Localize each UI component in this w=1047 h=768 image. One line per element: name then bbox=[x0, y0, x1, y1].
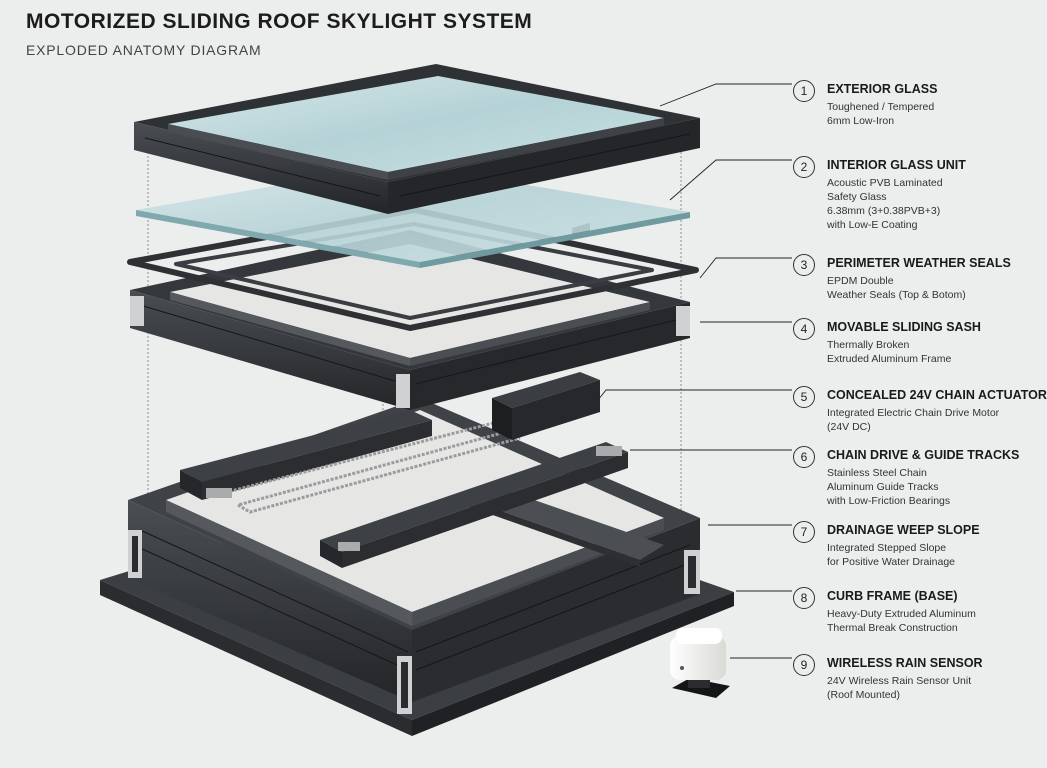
diagram-canvas: MOTORIZED SLIDING ROOF SKYLIGHT SYSTEM E… bbox=[26, 10, 1047, 736]
callout-title: PERIMETER WEATHER SEALS bbox=[827, 256, 1011, 270]
callout-description: 24V Wireless Rain Sensor Unit (Roof Moun… bbox=[827, 675, 972, 701]
callout-description: Thermally Broken Extruded Aluminum Frame bbox=[827, 339, 952, 365]
callout-number: 7 bbox=[793, 521, 815, 543]
callout-number: 6 bbox=[793, 446, 815, 468]
callout-number: 9 bbox=[793, 654, 815, 676]
callout-number: 8 bbox=[793, 587, 815, 609]
callout-title: WIRELESS RAIN SENSOR bbox=[827, 656, 983, 670]
callout-title: CURB FRAME (BASE) bbox=[827, 589, 958, 603]
callout-title: EXTERIOR GLASS bbox=[827, 82, 938, 96]
callout-title: CHAIN DRIVE & GUIDE TRACKS bbox=[827, 448, 1020, 462]
interior-glass-unit bbox=[136, 164, 690, 268]
sliding-sash bbox=[130, 230, 690, 410]
callout-number: 4 bbox=[793, 318, 815, 340]
callout-title: INTERIOR GLASS UNIT bbox=[827, 158, 966, 172]
callout-description: Toughened / Tempered 6mm Low-Iron bbox=[827, 101, 935, 127]
callout-description: Acoustic PVB Laminated Safety Glass 6.38… bbox=[827, 177, 943, 231]
callout-description: Integrated Stepped Slope for Positive Wa… bbox=[827, 542, 955, 568]
chain-drive-guide-tracks bbox=[180, 410, 628, 568]
page-subtitle: EXPLODED ANATOMY DIAGRAM bbox=[26, 42, 262, 58]
callout-description: Integrated Electric Chain Drive Motor (2… bbox=[827, 407, 1000, 433]
callout-number: 3 bbox=[793, 254, 815, 276]
callout-title: MOVABLE SLIDING SASH bbox=[827, 320, 981, 334]
rain-sensor bbox=[670, 628, 730, 698]
callout-description: Stainless Steel Chain Aluminum Guide Tra… bbox=[827, 467, 951, 507]
leader-lines bbox=[597, 83, 792, 659]
callout-description: EPDM Double Weather Seals (Top & Botom) bbox=[827, 275, 966, 301]
callout-title: CONCEALED 24V CHAIN ACTUATOR bbox=[827, 388, 1047, 402]
callout-number: 2 bbox=[793, 156, 815, 178]
skylight-exploded-illustration bbox=[100, 64, 792, 736]
callout-description: Heavy-Duty Extruded Aluminum Thermal Bre… bbox=[827, 608, 976, 634]
page-title: MOTORIZED SLIDING ROOF SKYLIGHT SYSTEM bbox=[26, 10, 533, 33]
callout-number: 5 bbox=[793, 386, 815, 408]
callout-title: DRAINAGE WEEP SLOPE bbox=[827, 523, 980, 537]
callout-number: 1 bbox=[793, 80, 815, 102]
curb-frame-base bbox=[100, 398, 734, 736]
exterior-glass-frame bbox=[134, 64, 700, 214]
